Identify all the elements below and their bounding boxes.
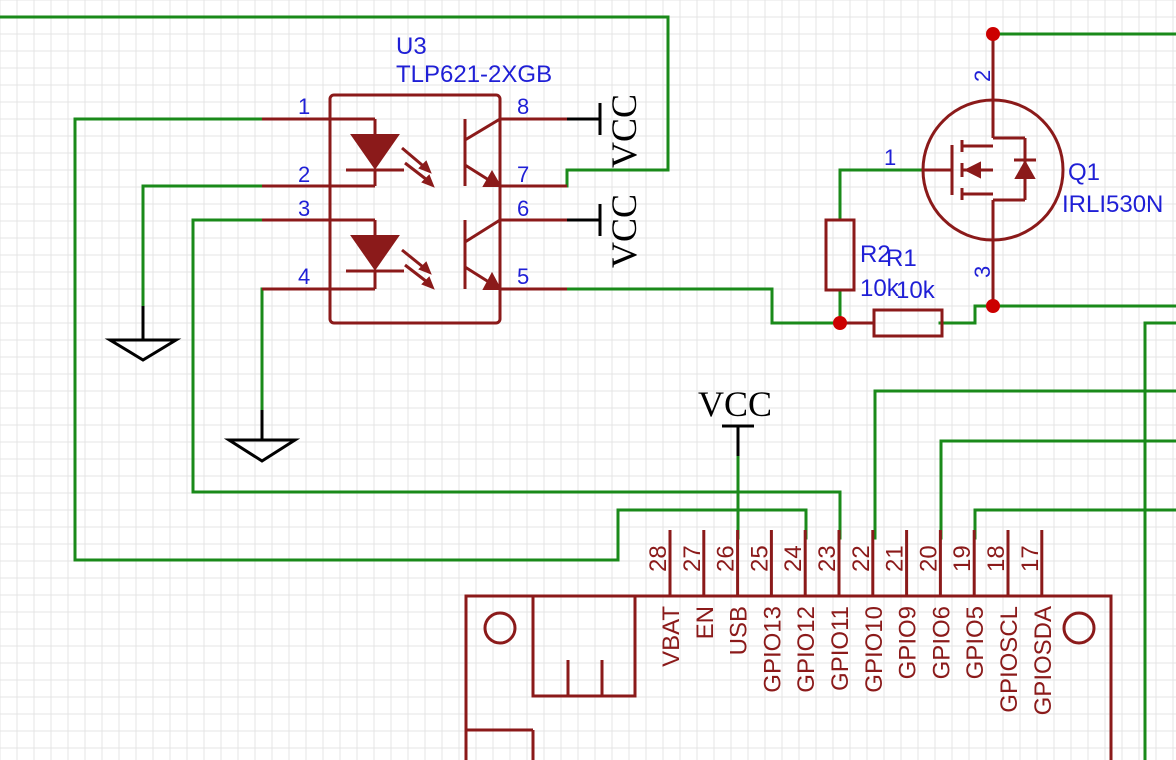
header-pin-name: GPIO10 [861,606,888,693]
header-pin-number: 27 [679,545,706,572]
vcc-symbol-pin8: VCC [567,94,644,168]
u3-pin-4: 4 [298,264,310,289]
wire-pin3-to-header23[interactable] [191,218,842,540]
u3-pin-1: 1 [298,94,310,119]
wire-pin1-to-header28[interactable] [73,117,808,562]
u3-designator: U3 [396,33,427,60]
header-pin-name: GPIOSDA [1030,606,1057,715]
vcc-label-pin6: VCC [604,194,644,268]
q1-pin-2: 2 [970,70,995,82]
vcc-symbol-header: VCC [698,384,772,456]
q1-designator: Q1 [1068,159,1100,186]
u3-pin-6: 6 [517,196,529,221]
header-pin-number: 22 [848,545,875,572]
wire-gate-node[interactable] [838,168,926,222]
usb-connector-outline [531,594,637,698]
wire-pin2-to-gnd[interactable] [141,184,264,342]
phototransistor-2-icon [463,218,502,290]
r1-value: 10k [896,277,936,304]
wire-r1-to-source[interactable] [938,304,995,325]
header-pin-name: GPIO11 [827,606,854,691]
wire-header22[interactable] [873,389,1176,540]
wire-header20[interactable] [939,439,1176,540]
header-pin-name: GPIO9 [895,606,922,679]
junction-source [986,299,1000,313]
header-pin-name: VBAT [658,606,685,667]
q1-pin-1: 1 [884,145,896,170]
r2-value: 10k [860,275,900,302]
resistor-r2[interactable]: R2 10k [824,218,900,302]
header-pin-number: 21 [882,545,909,572]
header-pin-number: 17 [1017,545,1044,572]
ground-icon-2 [223,410,301,463]
header-pin-number: 19 [949,545,976,572]
mosfet-q1[interactable]: 1 2 3 Q1 IRLI530N [884,34,1163,306]
r2-designator: R2 [860,241,891,268]
u3-part-number: TLP621-2XGB [396,61,552,88]
u3-pin-8: 8 [517,94,529,119]
header-pin-name: GPIOSCL [996,606,1023,713]
junction-gate-divider [833,316,847,330]
junctions [833,27,1000,330]
header-pin-number: 24 [780,545,807,572]
header-pin-number: 20 [915,545,942,572]
vcc-label-header: VCC [698,384,772,424]
u3-pin-7: 7 [517,162,529,187]
header-pin-name: GPIO6 [928,606,955,679]
header-pin-number: 25 [746,545,773,572]
header-pin-number: 26 [713,545,740,572]
optocoupler-body [328,93,502,325]
header-pin-name: GPIO5 [962,606,989,679]
header-pin-name: GPIO12 [793,606,820,693]
led-2-icon [330,218,435,291]
u3-pin-2: 2 [298,162,310,187]
wire-header19[interactable] [973,508,1176,540]
vcc-symbol-pin6: VCC [567,194,644,268]
optocoupler-u3[interactable]: 1 2 3 4 5 6 7 8 U3 TLP621-2XGB [262,33,567,325]
ground-icon-1 [104,306,182,362]
mount-hole-left-icon [483,611,517,645]
mount-hole-right-icon [1062,611,1096,645]
header-pin-name: USB [726,606,753,655]
header-pin-name: EN [692,606,719,639]
u3-pin-5: 5 [517,264,529,289]
vcc-label-pin8: VCC [604,94,644,168]
r1-designator: R1 [886,245,917,272]
junction-drain [986,27,1000,41]
header-pin-number: 18 [983,545,1010,572]
q1-part-number: IRLI530N [1062,191,1163,218]
header-pin-number: 23 [814,545,841,572]
led-1-icon [330,117,435,188]
mosfet-symbol-icon [950,136,1036,202]
header-pin-number: 28 [645,545,672,572]
r2-body [824,218,856,292]
u3-pin-3: 3 [298,196,310,221]
resistor-r1[interactable]: R1 10k [840,245,944,338]
phototransistor-1-icon [463,117,502,187]
wire-right-vertical[interactable] [1143,321,1176,760]
header-pin-name: GPIO13 [759,606,786,693]
wire-pin5-to-gate[interactable] [565,287,842,325]
module-body [464,594,1113,760]
q1-pin-3: 3 [970,266,995,278]
